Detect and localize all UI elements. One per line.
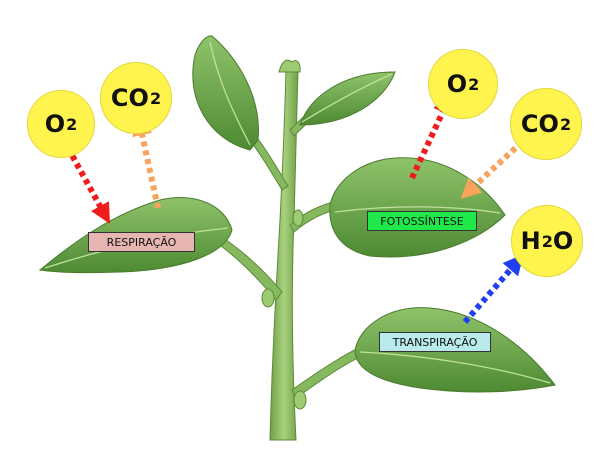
co2-left-element: CO	[110, 84, 149, 112]
leaf-mid-right	[329, 157, 506, 258]
h2o-suffix: O	[552, 227, 574, 255]
h2o-element: H	[520, 227, 541, 255]
fotossintese-label: FOTOSSÍNTESE	[367, 211, 477, 231]
o2-right-subscript: 2	[468, 74, 480, 94]
h2o-transpiration-arrow	[462, 254, 524, 324]
co2-photosynthesis-arrow	[460, 139, 525, 199]
co2-left-subscript: 2	[149, 88, 162, 108]
o2-photosynthesis-arrow	[409, 93, 452, 180]
o2-left-element: O	[44, 110, 66, 138]
o2-left-subscript: 2	[66, 114, 78, 134]
co2-respiration-arrow	[132, 115, 161, 209]
respiracao-label: RESPIRAÇÃO	[88, 232, 195, 252]
transpiracao-label: TRANSPIRAÇÃO	[379, 332, 491, 352]
leaf-top-left	[192, 35, 259, 151]
stem	[209, 59, 385, 441]
o2-right-element: O	[446, 70, 468, 98]
co2-right-subscript: 2	[559, 114, 572, 134]
h2o-subscript: 2	[541, 231, 553, 251]
co2-right-element: CO	[520, 110, 559, 138]
leaf-top-right	[299, 71, 396, 126]
o2-respiration-arrow	[65, 146, 110, 224]
